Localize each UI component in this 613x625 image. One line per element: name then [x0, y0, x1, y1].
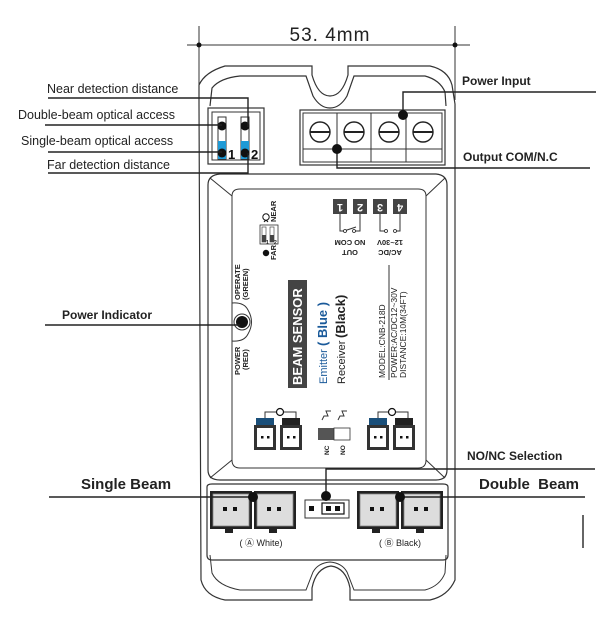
main-panel	[207, 173, 448, 481]
callout-lines	[45, 91, 596, 548]
symbol-a-icon	[262, 249, 270, 257]
terminal-number-2: 2	[357, 201, 363, 213]
inner-connectors	[254, 407, 415, 450]
led-power-label: POWER	[233, 346, 242, 375]
led-indicator: OPERATE (GREEN) POWER (RED)	[231, 264, 252, 375]
power-terminal-labels: 12~30V	[377, 238, 403, 247]
nonc-jumper[interactable]	[304, 499, 350, 519]
nc-label: NC	[324, 445, 331, 455]
receiver-color: (Black)	[333, 295, 348, 338]
housing-outline	[198, 65, 456, 601]
nonc-switch[interactable]: NC NO	[318, 410, 351, 455]
double-beam-icon	[387, 407, 397, 417]
terminal-block	[299, 109, 446, 166]
single-beam-access-label: Single-beam optical access	[21, 134, 173, 148]
optical-access-jumper: 1 2	[207, 107, 265, 165]
led-operate-label: OPERATE	[233, 264, 242, 300]
power-led	[236, 316, 248, 328]
jumper-number-1: 1	[228, 147, 235, 162]
single-beam-connector-2[interactable]	[254, 491, 296, 533]
dip-near-label: NEAR	[269, 200, 278, 222]
power-indicator-label: Power Indicator	[62, 308, 152, 322]
receiver-label: Receiver	[336, 340, 348, 384]
power-spec-text: POWER:AC/DC12~30V	[389, 287, 399, 378]
jumper-number-2: 2	[251, 147, 258, 162]
terminal-number-1: 1	[337, 201, 343, 213]
power-terminal-title: AC/DC	[378, 248, 402, 257]
terminal-number-3: 3	[377, 201, 383, 213]
bottom-connector-panel: ( Ⓐ White) ( Ⓑ Black)	[206, 483, 449, 561]
near-detection-label: Near detection distance	[47, 82, 178, 96]
jumper-pin-double-1	[217, 121, 227, 131]
single-connector-caption: ( Ⓐ White)	[239, 538, 282, 548]
terminal-screw-2[interactable]	[343, 121, 365, 143]
out-terminal-title: OUT	[342, 248, 358, 257]
jumper-pin-double-2	[240, 121, 250, 131]
dip-pos-1: 1	[266, 240, 269, 246]
dip-pos-2: 2	[274, 240, 277, 246]
jumper-pin-single-1	[217, 148, 227, 158]
jumper-pin-single-2	[240, 148, 250, 158]
double-connector-caption: ( Ⓑ Black)	[379, 538, 421, 548]
led-power-color: (RED)	[241, 349, 250, 370]
emitter-label: Emitter	[318, 349, 330, 384]
terminal-screw-3[interactable]	[378, 121, 400, 143]
terminal-number-4: 4	[396, 201, 403, 213]
product-label: BEAM SENSOR Emitter ( Blue ) Receiver (B…	[288, 265, 408, 388]
nonc-selection-label: NO/NC Selection	[467, 449, 562, 463]
terminal-screw-4[interactable]	[412, 121, 434, 143]
dip-switch-distance[interactable]: 1 2 NEAR FAR	[259, 200, 279, 260]
single-beam-icon	[275, 407, 285, 417]
terminal-labels: 1 2 3 4 NO COM OUT 12~30V AC/DC	[333, 199, 407, 257]
far-detection-label: Far detection distance	[47, 158, 170, 172]
callout-labels: Near detection distance Double-beam opti…	[18, 74, 579, 493]
double-beam-access-label: Double-beam optical access	[18, 108, 175, 122]
terminal-screw-1[interactable]	[309, 121, 331, 143]
model-text: MODEL:CNB-218D	[377, 304, 387, 378]
dip-far-label: FAR	[269, 244, 278, 260]
product-title: BEAM SENSOR	[290, 288, 305, 385]
out-terminal-labels: NO COM	[335, 238, 366, 247]
double-beam-label: Double Beam	[479, 476, 579, 493]
symbol-ab-arc	[263, 220, 269, 223]
distance-spec-text: DISTANCE:10M(34FT)	[398, 291, 408, 378]
output-com-nc-label: Output COM/N.C	[463, 150, 558, 164]
symbol-b-icon	[262, 213, 270, 221]
no-label: NO	[340, 445, 347, 455]
dimension-label: 53. 4mm	[290, 25, 371, 46]
double-beam-connector-1[interactable]	[357, 491, 399, 533]
power-input-label: Power Input	[462, 74, 531, 88]
emitter-color: ( Blue )	[315, 302, 330, 346]
dimension-indicator: 53. 4mm	[187, 25, 470, 100]
single-beam-label: Single Beam	[81, 476, 171, 493]
led-operate-color: (GREEN)	[241, 268, 250, 300]
